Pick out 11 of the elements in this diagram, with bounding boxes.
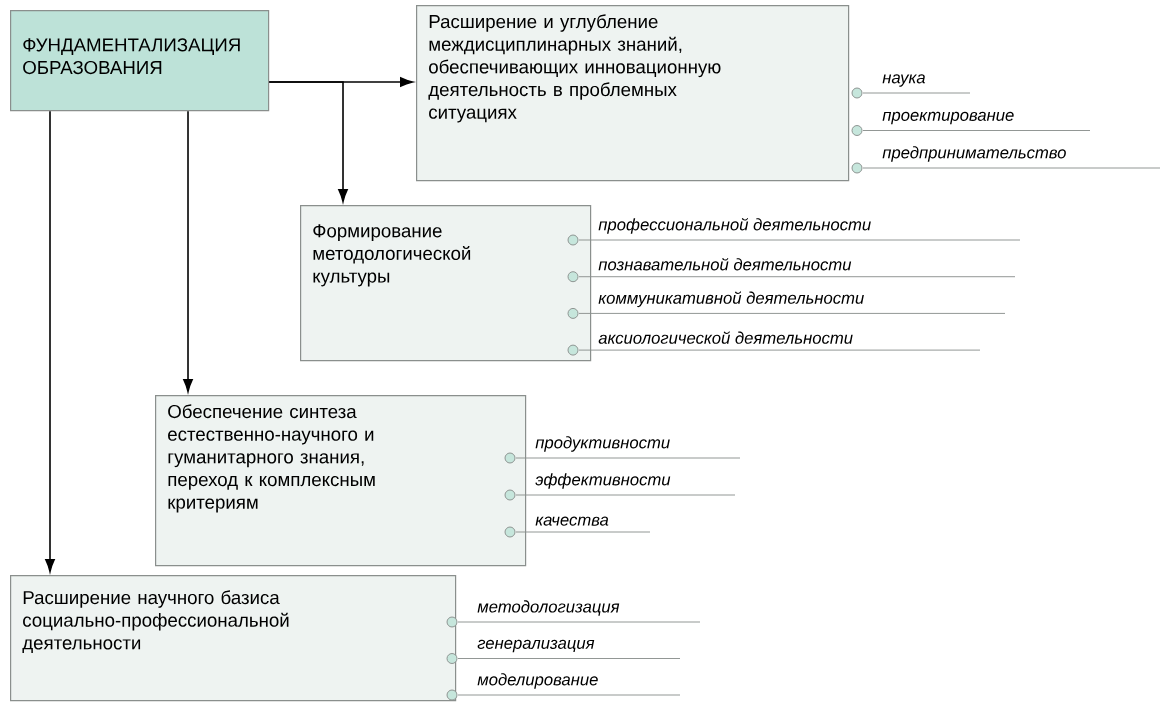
bullet-item: проектирование xyxy=(851,111,1091,136)
arrow xyxy=(45,110,55,573)
arrow xyxy=(183,110,193,393)
process-box: Обеспечение синтеза естественно-научного и гуманитарного знания, переход к комплексным критериям xyxy=(155,395,527,567)
process-box: Расширение научного базиса социально-профессиональной деятельности xyxy=(10,575,457,702)
title-box: ФУНДАМЕНТАЛИЗАЦИЯ ОБРАЗОВАНИЯ xyxy=(10,10,270,112)
bullet-item: наука xyxy=(851,74,971,99)
bullet-item: предпринимательство xyxy=(851,146,1161,174)
arrow xyxy=(268,81,348,203)
process-box: Расширение и углубление междисциплинарных знаний, обеспечивающих инновационную деятельность в проблемных ситуациях xyxy=(416,5,850,182)
process-box: Формирование методологической культуры xyxy=(300,205,592,362)
